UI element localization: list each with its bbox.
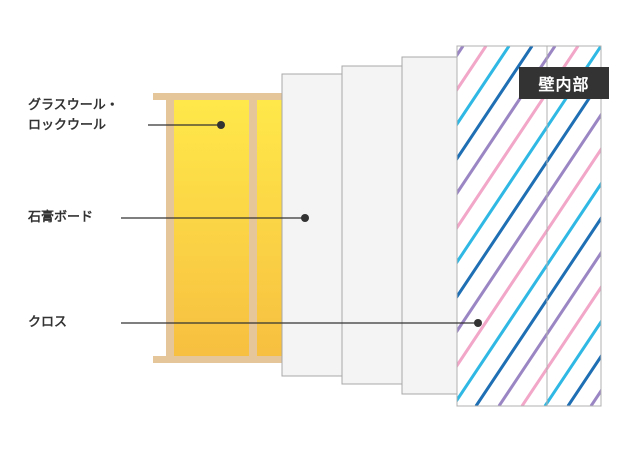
stripe-line [543, 319, 601, 406]
stripe-line [457, 46, 511, 127]
stud-middle [249, 100, 257, 356]
stripe-line [457, 46, 557, 196]
leader-dot-cloth [474, 319, 482, 327]
wall-interior-border [456, 45, 602, 407]
label-gypsum: 石膏ボード [28, 210, 94, 225]
stripe-line [520, 284, 601, 406]
stripe-line [457, 181, 601, 403]
stripe-line [497, 250, 601, 406]
stripe-line [457, 46, 580, 231]
stripe-line [474, 215, 601, 406]
stripe-line [457, 146, 601, 369]
top-plate [153, 93, 295, 100]
stripe-line [457, 112, 601, 334]
label-cloth: クロス [28, 315, 68, 330]
diagonal-stripes [457, 46, 620, 406]
stripe-line [457, 77, 601, 300]
wall-interior-badge: 壁内部 [519, 67, 609, 99]
stripe-line [614, 46, 620, 406]
leader-dot-gypsum [301, 214, 309, 222]
gypsum-board-1 [281, 73, 351, 377]
insulation [166, 96, 288, 358]
gypsum-board-3 [401, 56, 467, 395]
leader-dot-insulation [217, 121, 225, 129]
label-insulation: グラスウール・ ロックウール [28, 96, 119, 136]
label-insulation-line1: グラスウール・ [28, 98, 119, 113]
gypsum-board-2 [341, 65, 411, 385]
label-insulation-line2: ロックウール [28, 118, 107, 133]
bottom-plate [153, 356, 295, 363]
stud-left [166, 100, 174, 356]
stripe-line [457, 46, 601, 265]
stripe-line [457, 46, 534, 162]
